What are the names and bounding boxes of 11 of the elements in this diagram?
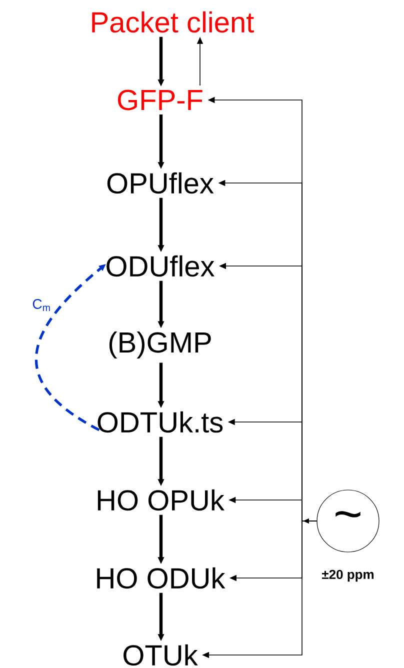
layer-label: OPUflex [107, 172, 214, 194]
edge-label: C$_{m}$ [31, 298, 52, 312]
tolerance-label: ±20 ppm [322, 570, 374, 582]
layer-label: ODUflex [106, 255, 214, 277]
layer-label: (B)GMP [109, 332, 211, 359]
layer-label: ODTUk.ts [98, 411, 223, 433]
layer-label: GFP-F [118, 90, 202, 110]
layer-label: OTUk [124, 644, 198, 666]
layer-label: HO ODUk [97, 567, 226, 589]
heading-text: Packet client [92, 11, 254, 33]
layer-label: HO OPUk [98, 489, 224, 511]
